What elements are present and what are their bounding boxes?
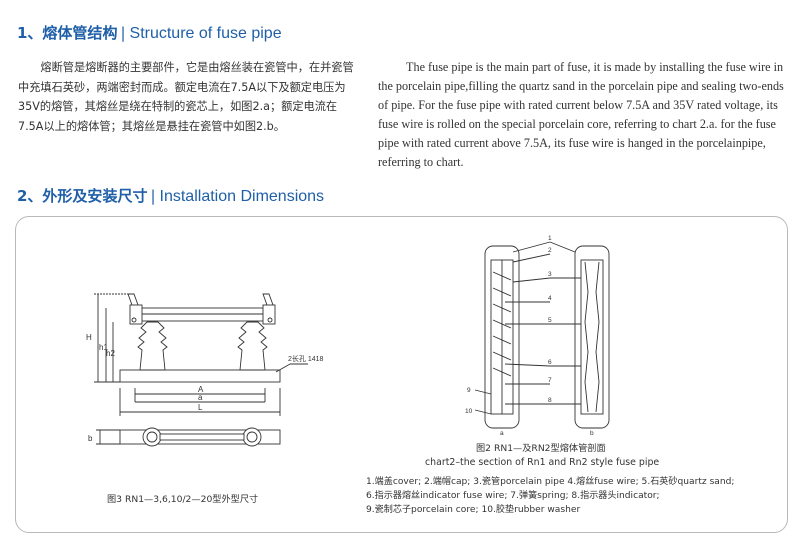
- heading-en: Structure of fuse pipe: [129, 25, 282, 42]
- part-3: 3: [548, 271, 552, 278]
- heading-cn: 1、熔体管结构: [17, 24, 118, 42]
- heading-separator: |: [120, 24, 126, 42]
- section-heading-dimensions: 2、外形及安装尺寸|Installation Dimensions: [17, 185, 324, 206]
- fuse-pipe-section-drawing: 1 2 3 4 5 6 7 8 9 10 a b: [465, 235, 610, 437]
- dim-H: H: [86, 333, 92, 342]
- figure3-caption: 图3 RN1—3,6,10/2—20型外型尺寸: [107, 494, 259, 505]
- section-heading-structure: 1、熔体管结构|Structure of fuse pipe: [17, 22, 282, 43]
- figure2-caption-en: chart2–the section of Rn1 and Rn2 style …: [425, 457, 660, 468]
- part-10: 10: [465, 408, 473, 415]
- part-9: 9: [467, 387, 471, 394]
- part-8: 8: [548, 397, 552, 404]
- dim-h1: h1: [99, 343, 108, 352]
- figure2-caption: 图2 RN1—及RN2型熔体管剖面: [476, 443, 606, 454]
- sub-a-label: a: [500, 430, 504, 437]
- part-1: 1: [548, 235, 552, 242]
- part-7: 7: [548, 377, 552, 384]
- part-5: 5: [548, 317, 552, 324]
- sub-b-label: b: [590, 430, 594, 437]
- hole-note: 2长孔 1418: [288, 354, 324, 363]
- description-cn: 熔断管是熔断器的主要部件，它是由熔丝装在瓷管中，在并瓷管中充填石英砂，两端密封而…: [18, 61, 354, 133]
- legend-line: 1.端盖cover; 2.端帽cap; 3.瓷管porcelain pipe 4…: [366, 477, 735, 487]
- dim-L: L: [198, 403, 203, 412]
- parts-legend: 1.端盖cover; 2.端帽cap; 3.瓷管porcelain pipe 4…: [366, 475, 734, 517]
- fuse-outline-drawing: H h1 h2 A a L b 2长孔 1418: [86, 293, 324, 447]
- heading-cn: 2、外形及安装尺寸: [17, 187, 148, 205]
- dim-A: A: [198, 385, 204, 394]
- dim-a: a: [198, 393, 203, 402]
- description-en: The fuse pipe is the main part of fuse, …: [378, 60, 784, 169]
- dim-h2: h2: [106, 349, 115, 358]
- dim-b: b: [88, 434, 93, 443]
- part-2: 2: [548, 247, 552, 254]
- heading-separator: |: [150, 187, 156, 205]
- part-4: 4: [548, 295, 552, 302]
- heading-en: Installation Dimensions: [159, 188, 325, 205]
- legend-line: 9.瓷制芯子porcelain core; 10.胶垫rubber washer: [366, 505, 581, 515]
- figures-panel: [15, 216, 788, 533]
- legend-line: 6.指示器熔丝indicator fuse wire; 7.弹簧spring; …: [366, 491, 660, 501]
- part-6: 6: [548, 359, 552, 366]
